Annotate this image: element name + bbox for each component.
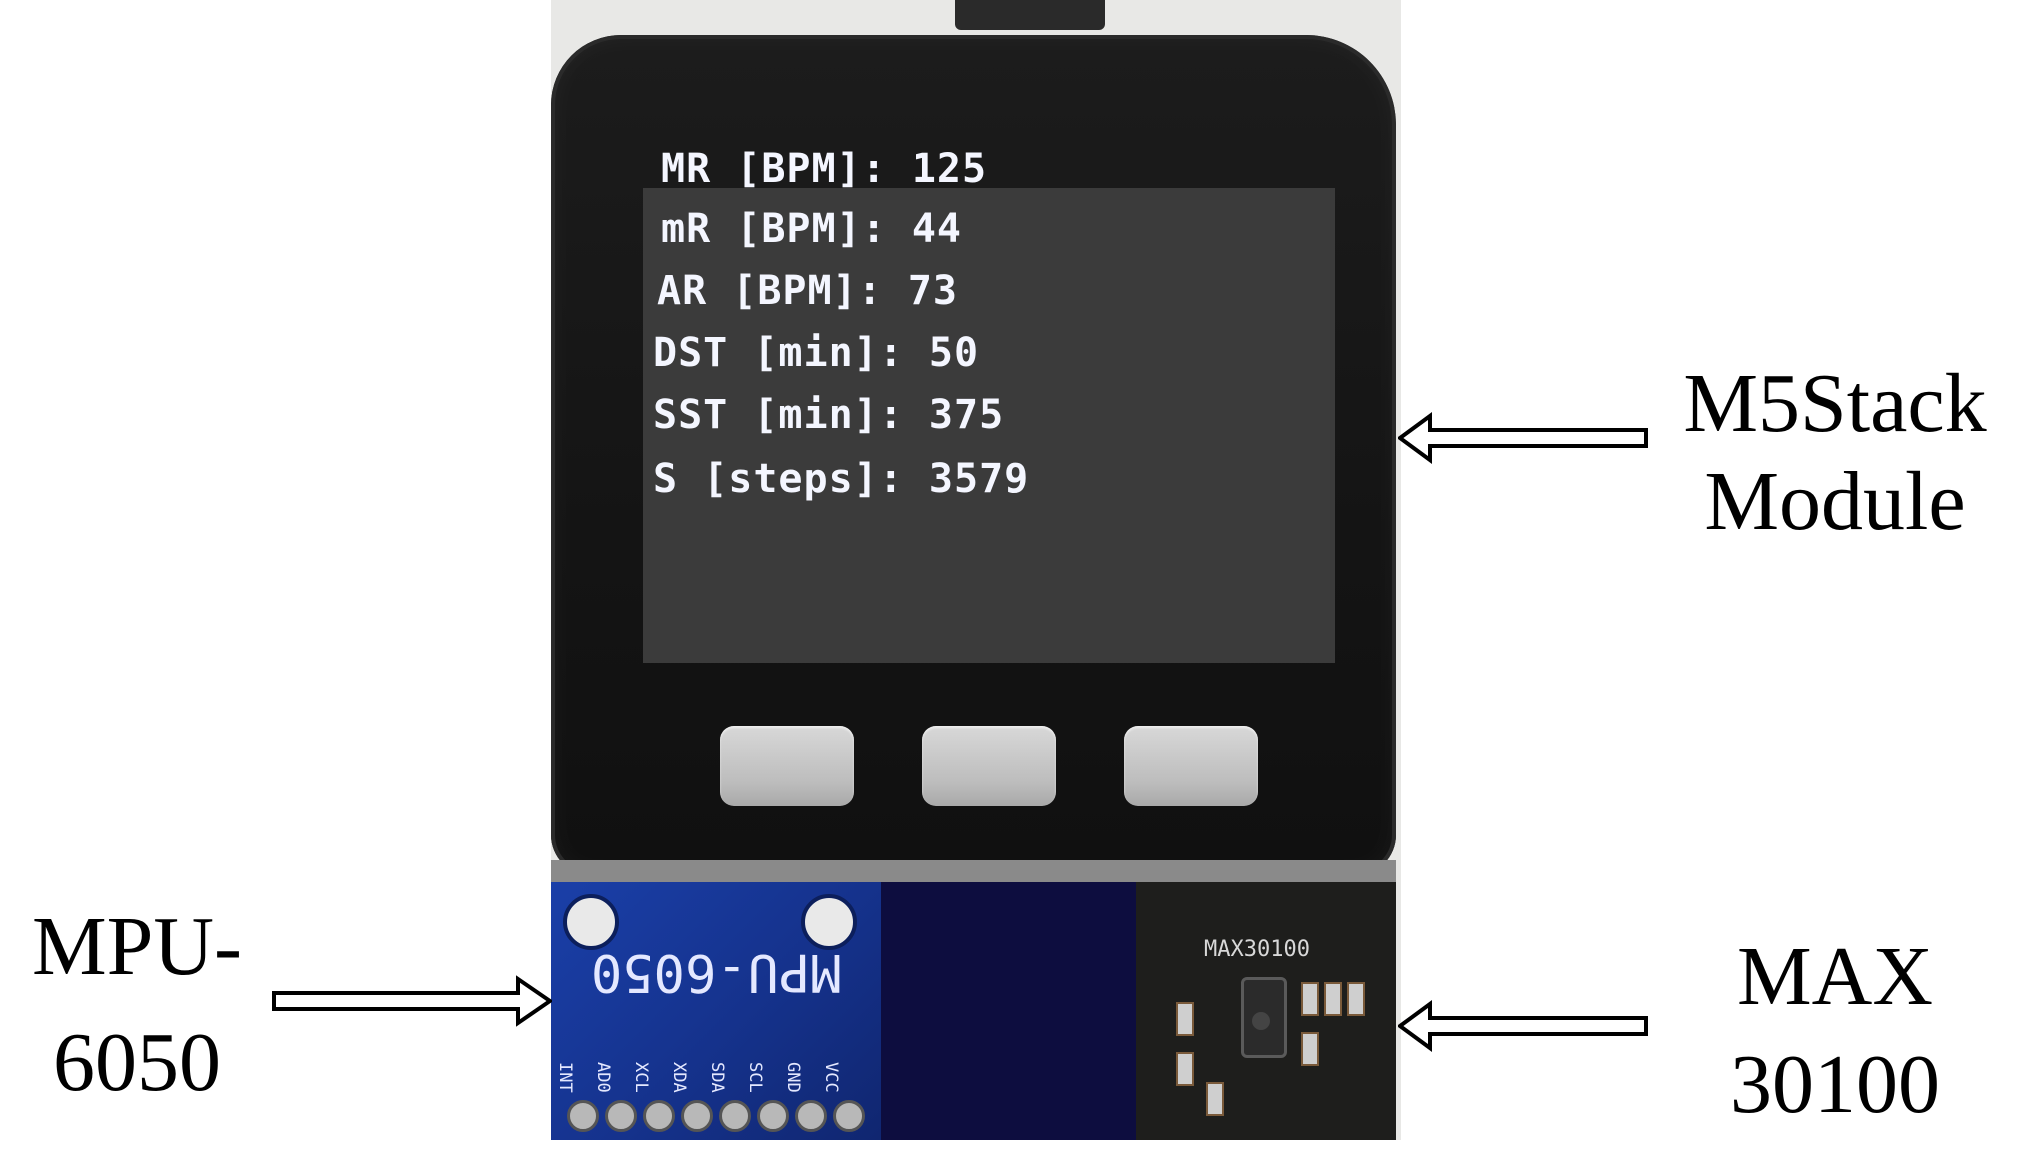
deep-sleep-label: DST [min]: — [653, 330, 904, 376]
min-rate-label: mR [BPM]: — [661, 206, 887, 252]
hardware-button-c[interactable] — [1124, 726, 1258, 806]
max-arrow — [1398, 1000, 1648, 1052]
pin-label: INT — [555, 1062, 575, 1093]
header-pin — [833, 1100, 865, 1132]
header-pin — [605, 1100, 637, 1132]
m5stack-caption: M5Stack Module — [1650, 362, 2020, 544]
mpu-board: MPU-6050 INT AD0 XCL XDA SDA SCL GND VCC — [551, 882, 881, 1140]
smd-component — [1301, 982, 1319, 1016]
shallow-sleep-label: SST [min]: — [653, 392, 904, 438]
max-caption-line1: MAX — [1736, 930, 1933, 1023]
pin-label: SCL — [745, 1062, 765, 1093]
mpu-silkscreen: MPU-6050 — [591, 942, 842, 1002]
avg-rate-value: 73 — [907, 268, 959, 314]
steps-label: S [steps]: — [653, 456, 904, 502]
pin-label: AD0 — [593, 1062, 613, 1093]
mpu-caption-line1: MPU- — [31, 900, 243, 993]
smd-component — [1347, 982, 1365, 1016]
smd-component — [1301, 1032, 1319, 1066]
hardware-button-a[interactable] — [720, 726, 854, 806]
usb-cable — [955, 0, 1105, 30]
screen-line-deep-sleep: DST [min]: 50 — [653, 330, 979, 376]
smd-component — [1176, 1002, 1194, 1036]
pin-label: GND — [783, 1062, 803, 1093]
hardware-button-b[interactable] — [922, 726, 1056, 806]
header-pin — [567, 1100, 599, 1132]
smd-component — [1324, 982, 1342, 1016]
screen-line-avg-rate: AR [BPM]: 73 — [657, 268, 958, 314]
sensor-gap — [881, 882, 1136, 1140]
mpu-caption: MPU- 6050 — [2, 905, 272, 1105]
m5stack-arrow — [1398, 412, 1648, 464]
m5stack-caption-line1: M5Stack — [1683, 357, 1987, 450]
min-rate-value: 44 — [911, 206, 963, 252]
pin-label: XCL — [631, 1062, 651, 1093]
max-silkscreen: MAX30100 — [1204, 937, 1310, 962]
header-pin — [681, 1100, 713, 1132]
max-board: MAX30100 — [1136, 882, 1396, 1140]
m5stack-caption-line2: Module — [1704, 455, 1966, 548]
max-caption-line2: 30100 — [1730, 1038, 1940, 1131]
module-base — [551, 860, 1396, 885]
mounting-hole — [563, 894, 619, 950]
header-pin — [643, 1100, 675, 1132]
screen-line-shallow-sleep: SST [min]: 375 — [653, 392, 1004, 438]
mpu-caption-line2: 6050 — [53, 1016, 221, 1109]
screen-line-max-rate: MR [BPM]: 125 — [661, 146, 987, 192]
avg-rate-label: AR [BPM]: — [657, 268, 883, 314]
pin-label: SDA — [707, 1062, 727, 1093]
smd-component — [1176, 1052, 1194, 1086]
mpu-arrow — [272, 975, 552, 1027]
header-pin — [757, 1100, 789, 1132]
header-pin — [795, 1100, 827, 1132]
mounting-hole — [801, 894, 857, 950]
max-caption: MAX 30100 — [1690, 935, 1980, 1127]
shallow-sleep-value: 375 — [928, 392, 1005, 438]
screen-line-min-rate: mR [BPM]: 44 — [661, 206, 962, 252]
max-rate-value: 125 — [911, 146, 988, 192]
screen-line-steps: S [steps]: 3579 — [653, 456, 1029, 502]
header-pin — [719, 1100, 751, 1132]
max-rate-label: MR [BPM]: — [661, 146, 887, 192]
deep-sleep-value: 50 — [928, 330, 980, 376]
pin-label: XDA — [669, 1062, 689, 1093]
smd-component — [1206, 1082, 1224, 1116]
max-sensor-window — [1252, 1012, 1270, 1030]
steps-value: 3579 — [928, 456, 1030, 502]
pin-label: VCC — [821, 1062, 841, 1093]
lcd-screen: MR [BPM]: 125 mR [BPM]: 44 AR [BPM]: 73 … — [643, 146, 1335, 663]
